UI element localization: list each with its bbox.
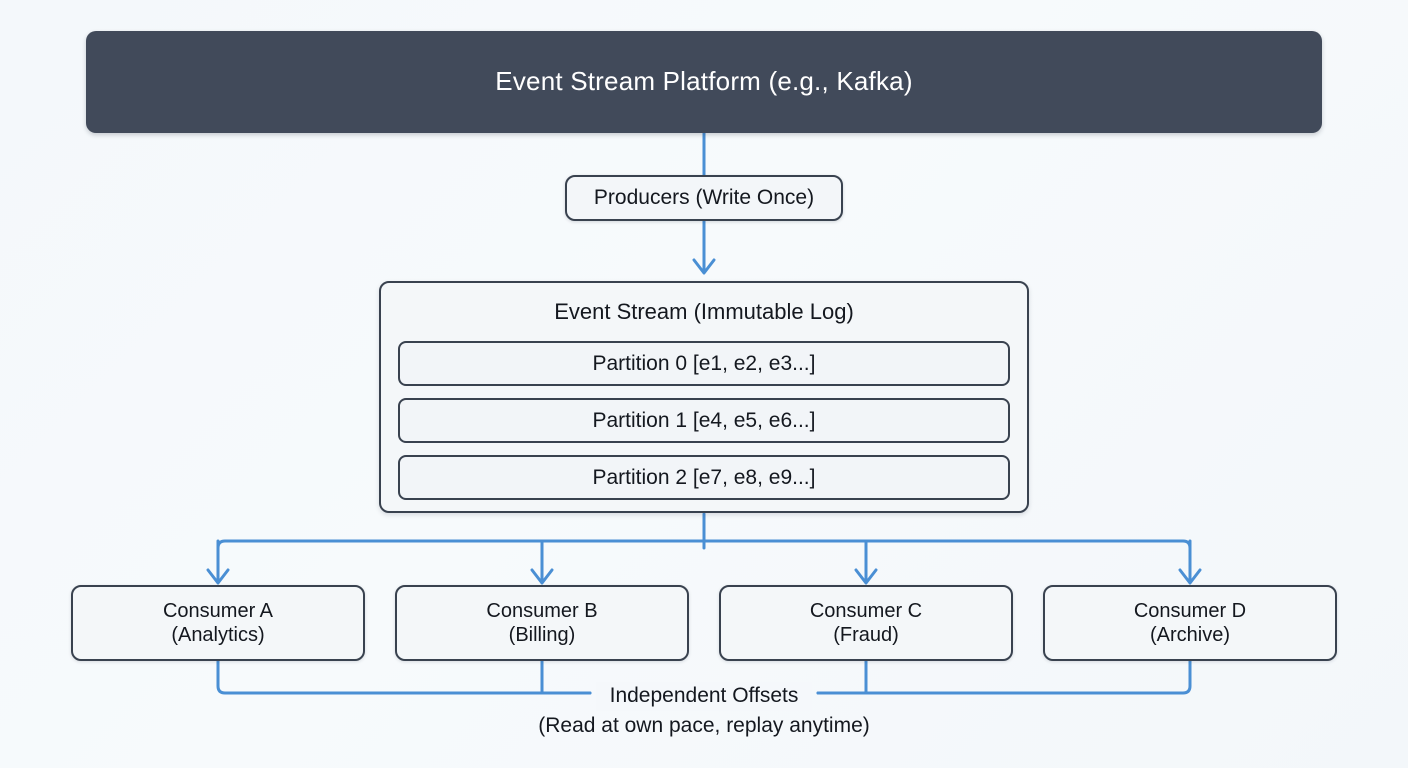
- consumer-box-c: Consumer C (Fraud): [719, 585, 1013, 661]
- consumer-c-name: Consumer C: [809, 600, 923, 622]
- partition-row-0: Partition 0 [e1, e2, e3...]: [398, 341, 1010, 386]
- partition-row-2: Partition 2 [e7, e8, e9...]: [398, 455, 1010, 500]
- independent-offsets-caption: Independent Offsets (Read at own pace, r…: [0, 682, 1408, 741]
- arrowhead-consumer-d: [1178, 568, 1202, 585]
- consumer-box-a: Consumer A (Analytics): [71, 585, 365, 661]
- arrowhead-consumer-b: [530, 568, 554, 585]
- consumer-box-d: Consumer D (Archive): [1043, 585, 1337, 661]
- consumer-d-role: (Archive): [1149, 624, 1230, 646]
- consumer-d-name: Consumer D: [1133, 600, 1247, 622]
- producers-label: Producers (Write Once): [593, 186, 815, 210]
- offsets-title: Independent Offsets: [595, 682, 813, 711]
- platform-header-label: Event Stream Platform (e.g., Kafka): [495, 66, 913, 97]
- consumer-c-role: (Fraud): [833, 624, 899, 646]
- platform-header-box: Event Stream Platform (e.g., Kafka): [86, 31, 1322, 133]
- consumer-box-b: Consumer B (Billing): [395, 585, 689, 661]
- partition-label-0: Partition 0 [e1, e2, e3...]: [592, 351, 816, 375]
- partition-label-1: Partition 1 [e4, e5, e6...]: [592, 408, 816, 432]
- arrowhead-to-stream: [692, 258, 716, 275]
- arrowhead-consumer-c: [854, 568, 878, 585]
- event-stream-title: Event Stream (Immutable Log): [554, 299, 854, 324]
- producers-box: Producers (Write Once): [565, 175, 843, 221]
- arrowhead-consumer-a: [206, 568, 230, 585]
- consumer-a-name: Consumer A: [162, 600, 274, 622]
- offsets-subtitle: (Read at own pace, replay anytime): [538, 713, 870, 737]
- partition-row-1: Partition 1 [e4, e5, e6...]: [398, 398, 1010, 443]
- consumer-fanout-bus: [216, 539, 1192, 558]
- consumer-a-role: (Analytics): [171, 624, 265, 646]
- consumer-b-name: Consumer B: [486, 600, 598, 622]
- partition-label-2: Partition 2 [e7, e8, e9...]: [592, 465, 816, 489]
- event-stream-container: Event Stream (Immutable Log) Partition 0…: [379, 281, 1029, 513]
- consumer-b-role: (Billing): [508, 624, 576, 646]
